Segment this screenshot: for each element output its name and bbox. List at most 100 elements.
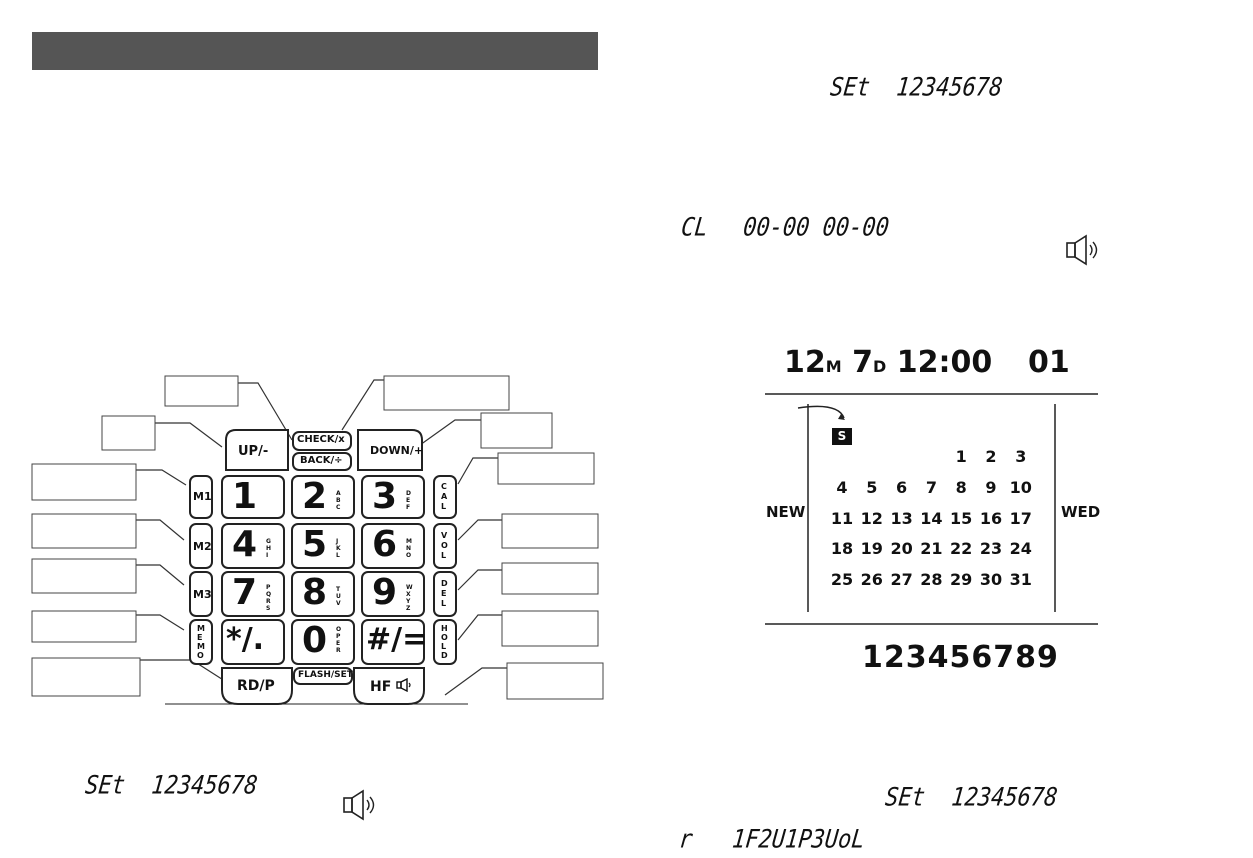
calendar-day: 28 (920, 570, 943, 590)
month-unit: M (825, 357, 842, 376)
back-key[interactable]: BACK/÷ (300, 455, 343, 466)
digit-2-letters: ABC (336, 490, 341, 511)
calendar-day: 5 (866, 477, 878, 497)
hash-key[interactable]: #/= (366, 622, 428, 657)
calendar-day: 20 (890, 539, 913, 559)
check-key[interactable]: CHECK/x (297, 434, 345, 445)
calendar-day: 31 (1009, 570, 1032, 590)
number-display: 123456789 (862, 640, 1059, 675)
calendar-left-label: NEW (766, 503, 806, 521)
calendar-day: 13 (890, 508, 913, 528)
digit-9-key[interactable]: 9 (372, 572, 398, 613)
calendar-day: 1 (955, 447, 967, 466)
speaker-icon (343, 789, 375, 821)
digit-2-key[interactable]: 2 (302, 476, 328, 517)
lcd-cl-display: CL (653, 191, 711, 243)
calendar-day: 16 (979, 508, 1003, 528)
lcd-digits: 12345678 (149, 771, 259, 801)
calendar-day: 26 (860, 570, 883, 590)
calendar-day: 25 (830, 570, 854, 590)
lcd-ring-display: r 1F2U1P3UoL (651, 803, 868, 855)
redial-key[interactable]: RD/P (237, 678, 275, 694)
selected-day-marker: S (832, 428, 852, 445)
calendar-day: 4 (836, 477, 848, 497)
calendar-day: 10 (1009, 477, 1032, 497)
lcd-ring-text: 1F2U1P3UoL (730, 825, 867, 855)
calendar-frame (765, 393, 1098, 625)
lcd-ring-prefix: r (677, 825, 694, 855)
calendar-day: 22 (950, 539, 973, 559)
speaker-icon (1066, 234, 1098, 266)
calendar-day: 29 (950, 570, 973, 590)
lcd-set-display-bottom-left: SEt 12345678 (57, 749, 261, 801)
m3-key[interactable]: M3 (193, 588, 212, 601)
memo-key[interactable]: MEMO (197, 624, 205, 660)
day-unit: D (873, 357, 887, 376)
lcd-cl-digits-1: 00-00 (741, 213, 811, 243)
calendar-day: 21 (920, 539, 943, 559)
lcd-cl-prefix: CL (679, 213, 710, 243)
digit-4-key[interactable]: 4 (232, 524, 258, 565)
digit-5-key[interactable]: 5 (302, 524, 328, 565)
calendar-day: 2 (985, 447, 997, 466)
digit-9-letters: WXYZ (406, 584, 413, 612)
down-key[interactable]: DOWN/+ (370, 444, 424, 457)
star-key[interactable]: */. (226, 622, 265, 657)
calendar-day: 23 (979, 539, 1003, 559)
calendar-day: 17 (1009, 508, 1032, 528)
calendar-day: 18 (830, 539, 854, 559)
m1-key[interactable]: M1 (193, 490, 212, 503)
handsfree-label: HF (370, 679, 392, 695)
speaker-icon (396, 677, 411, 693)
hold-key[interactable]: HOLD (441, 624, 448, 660)
digit-6-key[interactable]: 6 (372, 524, 398, 565)
digit-8-key[interactable]: 8 (302, 572, 328, 613)
digit-1-key[interactable]: 1 (232, 476, 258, 517)
digit-4-letters: GHI (266, 538, 272, 559)
calendar-day: 8 (955, 477, 967, 497)
lcd-set-display-bottom-right: SEt 12345678 (857, 761, 1061, 813)
lcd-set-display-top: SEt 12345678 (802, 51, 1006, 103)
calendar-day: 6 (896, 477, 908, 497)
m2-key[interactable]: M2 (193, 540, 212, 553)
del-key[interactable]: DEL (441, 579, 448, 608)
lcd-cl-digits-2: 00-00 (821, 213, 891, 243)
up-key[interactable]: UP/- (238, 444, 269, 459)
calendar-date-header: 12M 7D 12:00 (784, 348, 992, 378)
calendar-day: 9 (985, 477, 997, 497)
digit-3-key[interactable]: 3 (372, 476, 398, 517)
calendar-day: 30 (979, 570, 1003, 590)
calendar-day: 11 (830, 508, 854, 528)
calendar-day: 14 (920, 508, 943, 528)
flash-set-key[interactable]: FLASH/SET (298, 670, 353, 680)
calendar-day: 15 (950, 508, 973, 528)
month-value: 12 (784, 345, 826, 380)
keypad-diagram (31, 375, 604, 705)
digit-6-letters: MNO (406, 538, 412, 559)
calendar-day: 7 (925, 477, 937, 497)
calendar-right-label: WED (1061, 503, 1101, 521)
digit-7-letters: PQRS (266, 584, 272, 612)
day-value: 7 (852, 345, 873, 380)
digit-0-letters: OPER (336, 626, 342, 654)
lcd-prefix: SEt (883, 783, 927, 813)
call-count: 01 (1028, 345, 1070, 380)
handsfree-key[interactable]: HF (370, 677, 416, 695)
calendar-day: 27 (890, 570, 913, 590)
cal-key[interactable]: CAL (441, 482, 448, 511)
digit-8-letters: TUV (336, 586, 341, 607)
calendar-day: 3 (1015, 447, 1027, 466)
calendar-day: 24 (1009, 539, 1032, 559)
lcd-cl-digits: 00-00 00-00 (715, 191, 893, 243)
time-value: 12:00 (896, 345, 993, 380)
calendar-day: 19 (860, 539, 883, 559)
vol-key[interactable]: VOL (441, 531, 448, 560)
digit-3-letters: DEF (406, 490, 411, 511)
digit-0-key[interactable]: 0 (302, 620, 328, 661)
digit-5-letters: JKL (336, 538, 341, 559)
section-header-bar (32, 32, 598, 70)
lcd-digits: 12345678 (949, 783, 1059, 813)
calendar-day: 12 (860, 508, 883, 528)
lcd-prefix: SEt (828, 73, 872, 103)
digit-7-key[interactable]: 7 (232, 572, 258, 613)
